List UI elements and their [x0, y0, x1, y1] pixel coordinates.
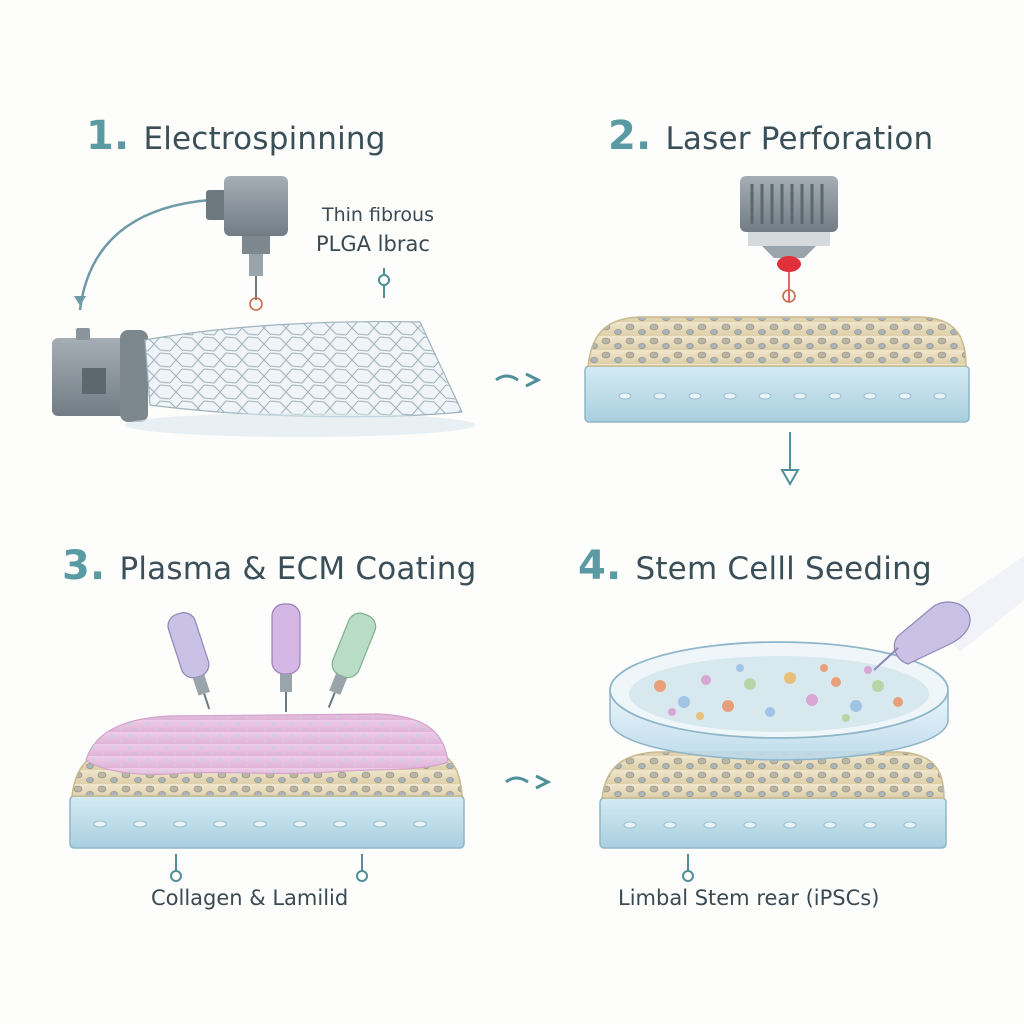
petri-dish	[609, 641, 949, 761]
cell-pipette	[873, 556, 1024, 671]
step-1-title: 1. Electrospinning	[86, 113, 386, 159]
fibrous-mesh	[144, 320, 463, 418]
step-2-label: Laser Perforation	[665, 121, 934, 157]
perforated-scaffold	[584, 316, 970, 423]
step-4-number: 4.	[578, 543, 622, 589]
plasma-ecm-coating-illustration	[69, 603, 465, 882]
arrow-step3-to-step4	[505, 774, 552, 790]
step-2-title: 2. Laser Perforation	[608, 113, 933, 159]
arrow-step1-to-step2	[495, 372, 542, 388]
laser-head	[740, 176, 838, 303]
step-1-annotation-line-2: PLGA lbrac	[316, 232, 430, 256]
power-supply-box	[52, 328, 148, 422]
step-3-title: 3. Plasma & ECM Coating	[62, 543, 477, 589]
coated-scaffold	[69, 713, 465, 849]
seeded-scaffold	[599, 751, 947, 849]
step-1-label: Electrospinning	[143, 121, 386, 157]
stem-cells	[654, 664, 903, 722]
spinneret-nozzle	[206, 176, 288, 311]
arrow-step2-to-step4	[780, 432, 800, 487]
step-3-label: Plasma & ECM Coating	[119, 551, 477, 587]
step-4-title: 4. Stem Celll Seeding	[578, 543, 932, 589]
stem-cell-seeding-illustration	[599, 556, 1024, 882]
step-1-number: 1.	[86, 113, 130, 159]
step-1-annotation-line-1: Thin fibrous	[322, 204, 434, 226]
step-3-caption: Collagen & Lamilid	[151, 886, 349, 910]
step-3-number: 3.	[62, 543, 106, 589]
step-2-number: 2.	[608, 113, 652, 159]
dispensing-syringes	[167, 603, 377, 712]
step-4-caption: Limbal Stem rear (iPSCs)	[618, 886, 880, 910]
step-4-label: Stem Celll Seeding	[635, 551, 932, 587]
electrospinning-illustration	[52, 176, 475, 437]
laser-perforation-illustration	[584, 176, 970, 423]
